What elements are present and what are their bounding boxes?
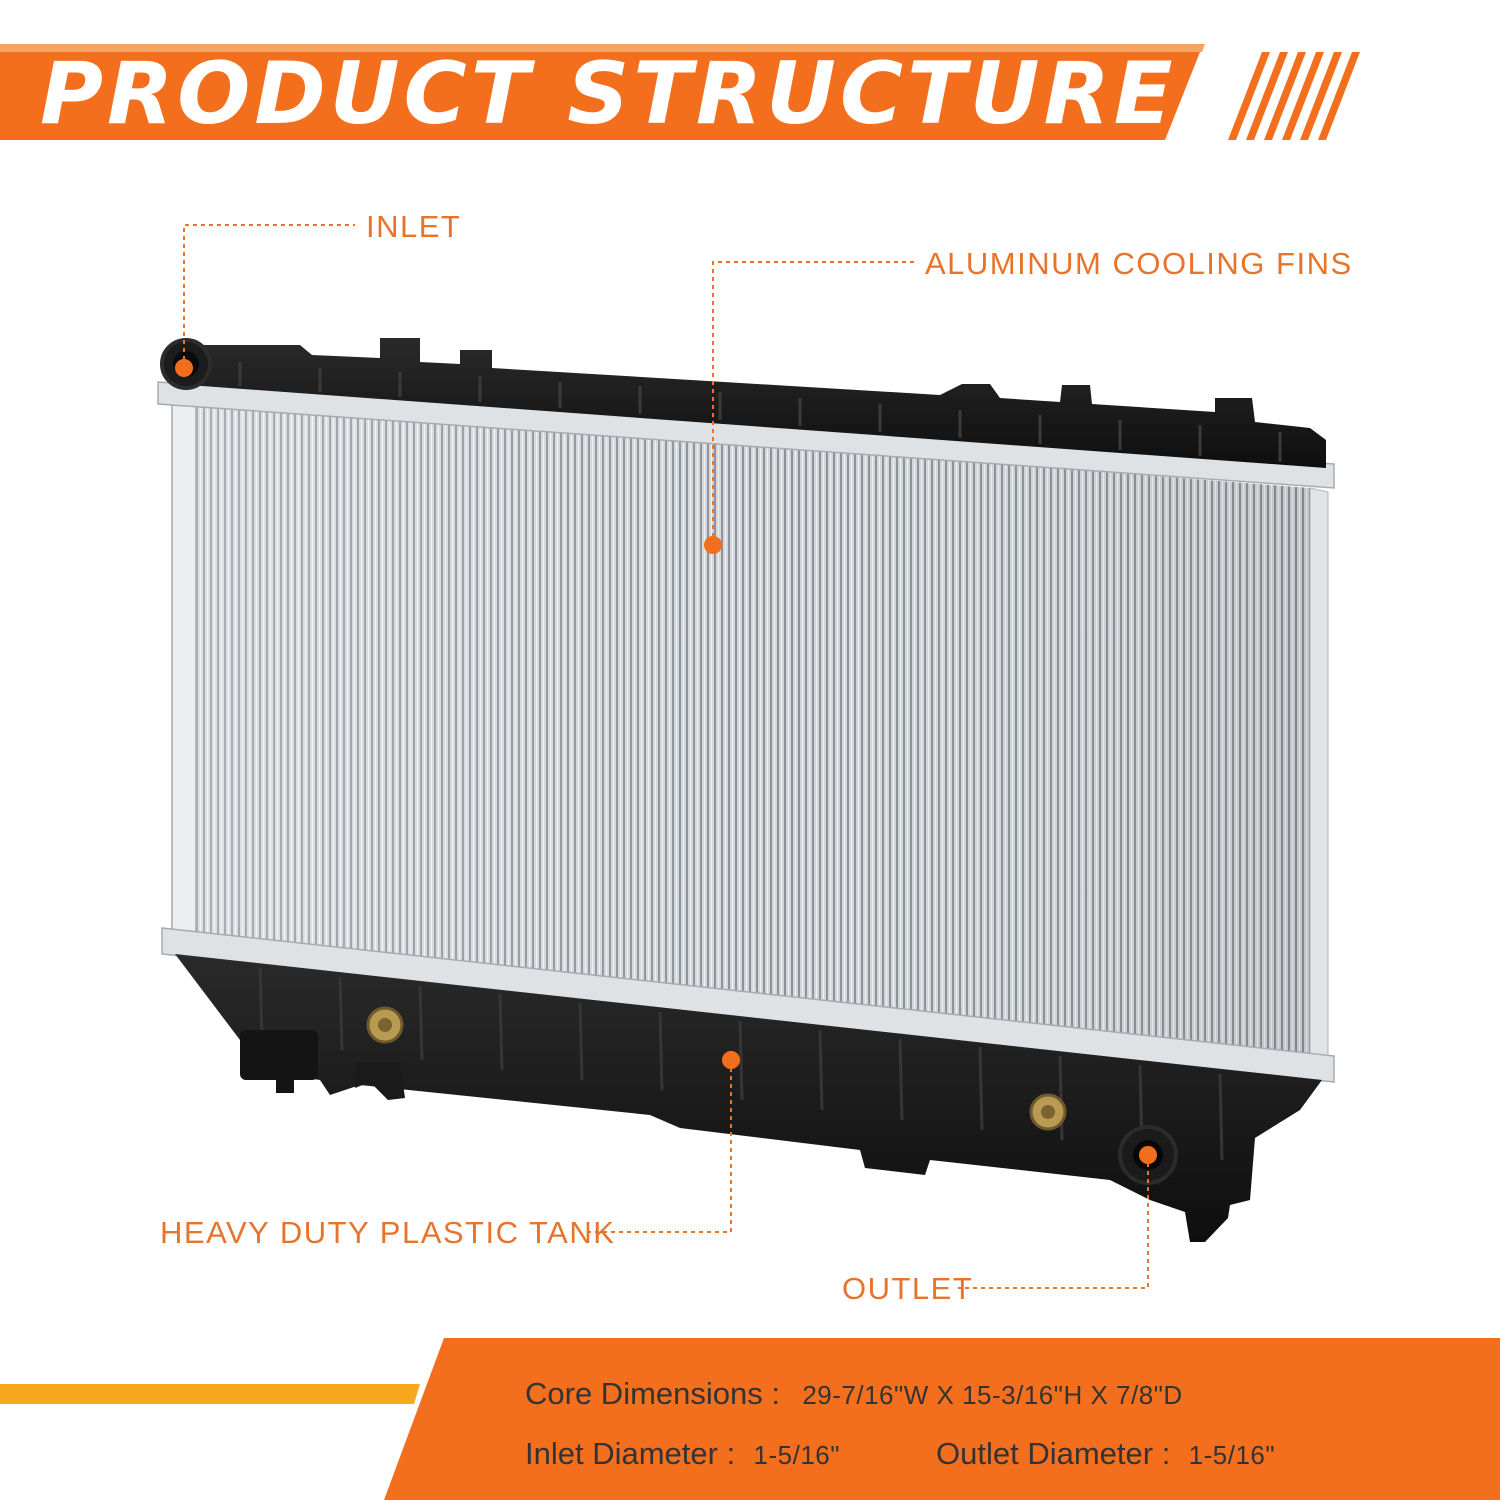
banner-stripes <box>1228 52 1360 140</box>
page-title: PRODUCT STRUCTURE <box>40 44 1177 144</box>
mount-peg <box>240 1030 318 1080</box>
callout-inlet: INLET <box>366 209 462 244</box>
outlet-leader-line <box>958 1155 1149 1289</box>
callout-cooling-fins: ALUMINUM COOLING FINS <box>925 246 1353 281</box>
bottom-tank <box>175 954 1322 1242</box>
outlet-diameter-label: Outlet Diameter : <box>936 1436 1171 1471</box>
banner-highlight <box>0 44 1205 52</box>
fins-leader-line <box>712 261 915 545</box>
footer-band <box>0 1338 1500 1500</box>
header-banner <box>0 44 1360 140</box>
footer-orange-panel <box>384 1338 1500 1500</box>
tank-marker-dot <box>722 1051 740 1069</box>
top-tank <box>175 338 1326 468</box>
outlet-diameter-value: 1-5/16" <box>1188 1440 1276 1470</box>
callout-outlet: OUTLET <box>842 1271 974 1306</box>
inlet-diameter-value: 1-5/16" <box>753 1440 840 1470</box>
outlet-diameter-row: Outlet Diameter : 1-5/16" <box>936 1438 1275 1470</box>
core-dimensions-row: Core Dimensions : 29-7/16"W X 15-3/16"H … <box>525 1378 1183 1410</box>
mount-bracket <box>355 1062 405 1100</box>
inlet-diameter-label: Inlet Diameter : <box>525 1436 736 1471</box>
tank-leader-line <box>588 1060 732 1233</box>
drain-bolt-icon <box>1029 1093 1067 1131</box>
fins-marker-dot <box>704 536 722 554</box>
inlet-marker-dot <box>175 359 193 377</box>
inlet-diameter-row: Inlet Diameter : 1-5/16" <box>525 1438 840 1470</box>
inlet-leader-line <box>183 224 355 368</box>
bottom-header-plate <box>161 927 1335 1083</box>
banner-shape <box>0 52 1200 140</box>
top-tank-ribs <box>238 362 1282 462</box>
callout-plastic-tank: HEAVY DUTY PLASTIC TANK <box>160 1215 616 1250</box>
footer-yellow-stripe <box>0 1384 420 1404</box>
core-dimensions-label: Core Dimensions : <box>525 1376 780 1411</box>
drain-bolt-icon <box>366 1006 404 1044</box>
outlet-marker-dot <box>1139 1146 1157 1164</box>
core-dimensions-value: 29-7/16"W X 15-3/16"H X 7/8"D <box>802 1380 1183 1410</box>
